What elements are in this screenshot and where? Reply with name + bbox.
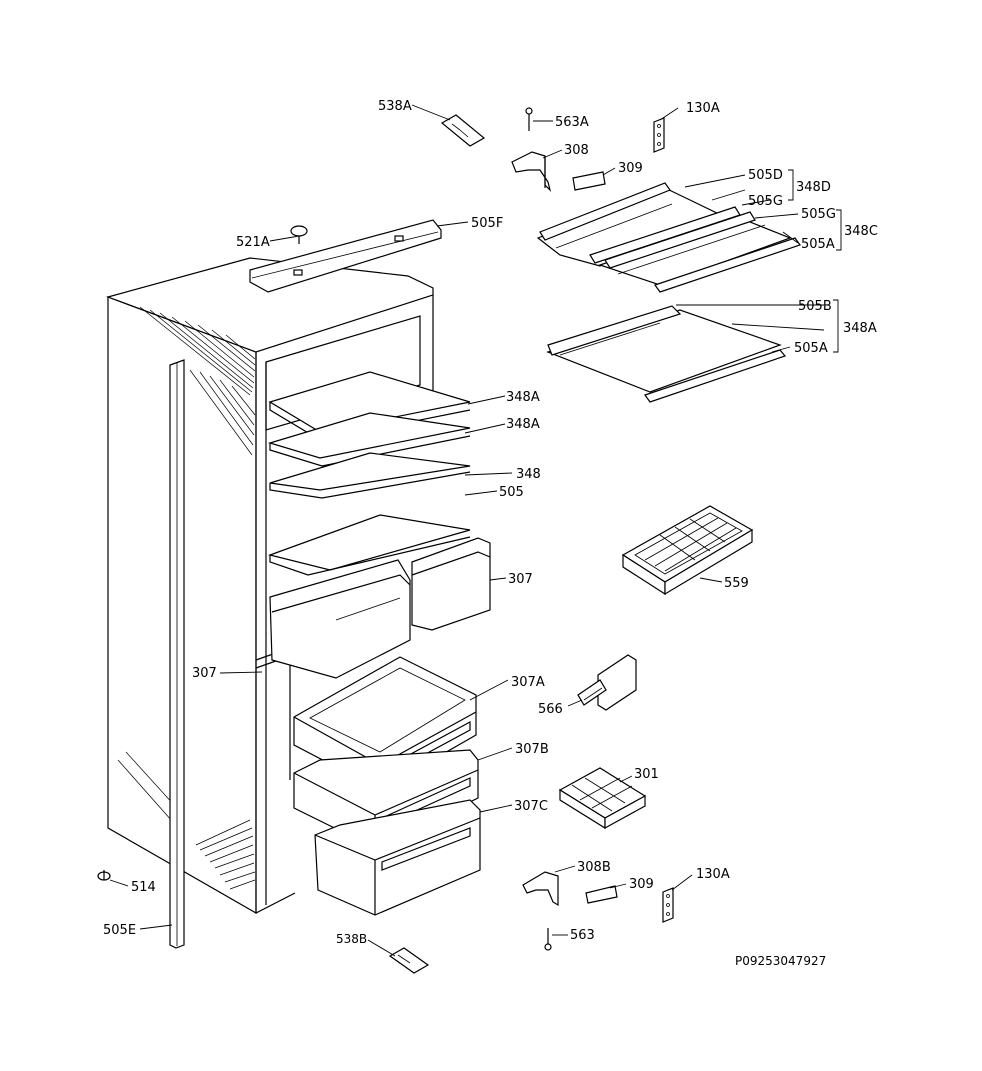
hinge-bracket-130a-top bbox=[653, 117, 665, 153]
label-307b: 307B bbox=[515, 742, 549, 757]
cover-309-bottom bbox=[585, 885, 618, 904]
label-348a-1: 348A bbox=[506, 390, 540, 405]
shelf-348a-right bbox=[546, 305, 787, 403]
label-348: 348 bbox=[516, 467, 541, 482]
part-labels: 538A 563A 130A 308 309 505D 348D 505G 50… bbox=[103, 99, 878, 968]
label-308: 308 bbox=[564, 143, 589, 158]
top-rail-505f bbox=[249, 219, 442, 293]
label-130a-top: 130A bbox=[686, 101, 720, 116]
freezer-drawer-307c bbox=[314, 799, 481, 916]
ice-tray-559 bbox=[621, 505, 754, 596]
label-308b: 308B bbox=[577, 860, 611, 875]
label-309-top: 309 bbox=[618, 161, 643, 176]
label-307-right: 307 bbox=[508, 572, 533, 587]
drawing-number: P09253047927 bbox=[735, 954, 826, 968]
label-348c: 348C bbox=[844, 224, 878, 239]
label-559: 559 bbox=[724, 576, 749, 591]
label-348a-right: 348A bbox=[843, 321, 877, 336]
knob-521a bbox=[290, 225, 308, 237]
hinge-308b bbox=[522, 871, 559, 907]
label-309-bottom: 309 bbox=[629, 877, 654, 892]
freezer-drawer-307b bbox=[293, 749, 479, 849]
label-348a-2: 348A bbox=[506, 417, 540, 432]
interior-shelves bbox=[267, 371, 471, 576]
screw-563 bbox=[544, 928, 552, 951]
label-307-left: 307 bbox=[192, 666, 217, 681]
cover-309-top bbox=[572, 171, 606, 191]
label-505d: 505D bbox=[748, 168, 783, 183]
label-307a: 307A bbox=[511, 675, 545, 690]
label-563: 563 bbox=[570, 928, 595, 943]
hinge-bracket-130a-bottom bbox=[662, 887, 674, 923]
label-505g-1: 505G bbox=[748, 194, 783, 209]
label-514: 514 bbox=[131, 880, 156, 895]
label-301: 301 bbox=[634, 767, 659, 782]
label-538b: 538B bbox=[336, 932, 367, 946]
label-505e: 505E bbox=[103, 923, 136, 938]
hinge-308 bbox=[511, 151, 552, 192]
label-505f: 505F bbox=[471, 216, 503, 231]
ice-cube-tray-301 bbox=[558, 767, 647, 830]
label-348d: 348D bbox=[796, 180, 831, 195]
label-505a-1: 505A bbox=[801, 237, 835, 252]
label-505a-2: 505A bbox=[794, 341, 828, 356]
foot-514 bbox=[97, 870, 111, 881]
screw-563a bbox=[525, 107, 533, 131]
label-505g-2: 505G bbox=[801, 207, 836, 222]
leader-lines bbox=[109, 104, 842, 957]
label-563a: 563A bbox=[555, 115, 589, 130]
crisper-bins-307 bbox=[269, 537, 491, 679]
label-505b: 505B bbox=[798, 299, 832, 314]
ice-scraper-566 bbox=[577, 654, 637, 711]
label-538a-top: 538A bbox=[378, 99, 412, 114]
label-505: 505 bbox=[499, 485, 524, 500]
shelf-assembly-348d-348c bbox=[536, 182, 801, 293]
label-521a: 521A bbox=[236, 235, 270, 250]
hinge-cover-538a bbox=[440, 114, 486, 147]
label-130a-bottom: 130A bbox=[696, 867, 730, 882]
cabinet-body bbox=[106, 257, 434, 949]
hinge-cover-538b bbox=[388, 947, 430, 974]
label-307c: 307C bbox=[514, 799, 548, 814]
side-panel-shading bbox=[117, 306, 256, 890]
label-566: 566 bbox=[538, 702, 563, 717]
